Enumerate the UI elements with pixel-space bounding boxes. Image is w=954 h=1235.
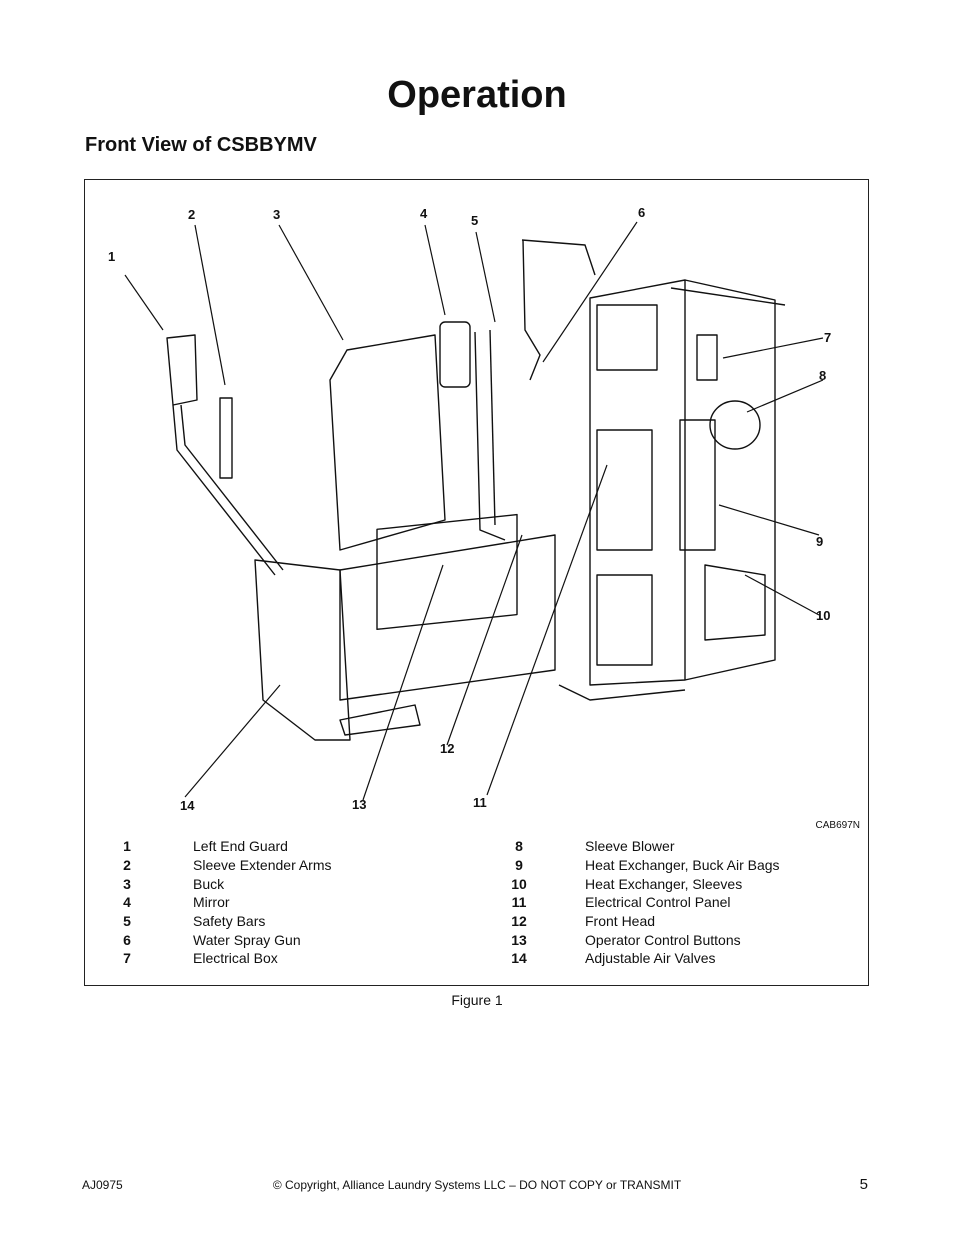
electrical-box-shape: [696, 334, 718, 381]
figure-caption: Figure 1: [451, 992, 503, 1008]
callout-7: 7: [824, 330, 832, 345]
front-head-shape: [339, 534, 556, 701]
section-subtitle: Front View of CSBBYMV: [85, 134, 317, 156]
safety-bars-shape: [474, 331, 506, 541]
callout-8: 8: [819, 368, 827, 383]
heat-exchanger-shape: [679, 419, 716, 551]
buck-shape: [329, 334, 446, 551]
end-guard-shape: [166, 334, 198, 406]
footer-doc-id: AJ0975: [82, 1178, 123, 1192]
callout-11: 11: [473, 795, 487, 810]
callout-3: 3: [273, 207, 281, 222]
control-panel: [596, 429, 653, 551]
callout-9: 9: [816, 534, 824, 549]
figure-frame: 1 2 3 4 5 6 7 8 9 10 11 12 13 14 CAB697N…: [84, 179, 869, 986]
sleeve-extender-shape: [219, 397, 233, 479]
callout-2: 2: [188, 207, 196, 222]
spray-gun-shape: [522, 239, 541, 381]
callout-14: 14: [180, 798, 195, 813]
footer-page-number: 5: [859, 1176, 868, 1193]
callout-13: 13: [352, 797, 367, 812]
callout-5: 5: [471, 213, 479, 228]
callout-12: 12: [440, 741, 455, 756]
sleeve-blower-shape: [709, 400, 761, 450]
mirror-shape: [439, 321, 471, 388]
callout-1: 1: [108, 249, 116, 264]
page-title: Operation: [387, 74, 567, 116]
callout-10: 10: [816, 608, 831, 623]
callout-6: 6: [638, 205, 646, 220]
machine-line-drawing: [124, 221, 824, 801]
footer-copyright: © Copyright, Alliance Laundry Systems LL…: [272, 1178, 682, 1192]
figure-code: CAB697N: [815, 820, 860, 831]
cabinet-frame: [589, 279, 686, 686]
cabinet-window-top: [596, 304, 658, 371]
cabinet-window-bottom: [596, 574, 653, 666]
callout-4: 4: [420, 206, 428, 221]
